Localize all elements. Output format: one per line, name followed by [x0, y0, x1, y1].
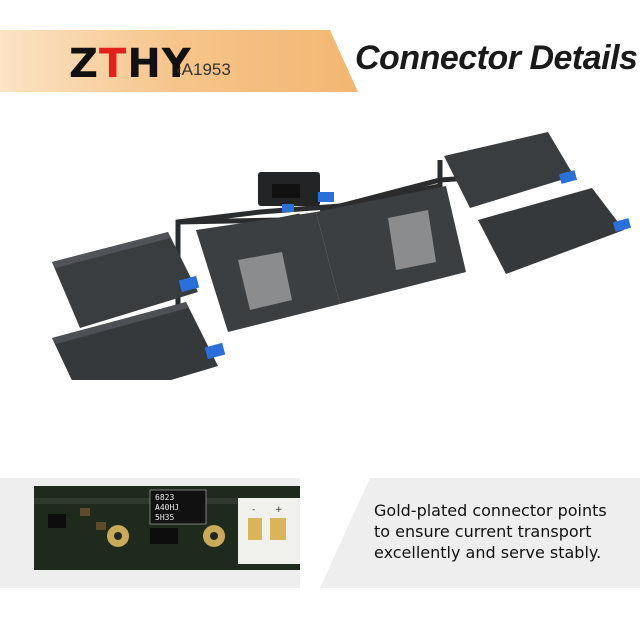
terminal-minus-label: - — [252, 505, 255, 515]
brand-accent: T — [99, 41, 128, 87]
tab-left-top — [178, 275, 200, 293]
tab-right-top — [558, 170, 578, 184]
connector-socket — [272, 184, 300, 198]
battery-illustration — [52, 132, 632, 380]
description-line-3: excellently and serve stably. — [374, 543, 602, 562]
description-line-2: to ensure current transport — [374, 522, 592, 541]
pcb-chip — [48, 514, 66, 528]
pcb-ic — [150, 528, 178, 544]
pcb-label-line-3: 5H35 — [155, 513, 174, 522]
pcb-label-line-2: A40HJ — [155, 503, 179, 512]
header-banner: ZTHY ‹A1953 Connector Details — [0, 0, 640, 96]
brand-logo: ZTHY — [69, 44, 192, 84]
gold-contact-minus — [248, 518, 262, 540]
cell-left-bottom — [52, 302, 218, 380]
pcb-terminal-area — [238, 498, 300, 564]
header-gradient — [0, 30, 358, 92]
label-center-left — [238, 252, 292, 310]
pcb-label-box — [149, 489, 207, 525]
terminal-plus-label: + — [275, 505, 283, 515]
connector-tab — [282, 204, 294, 212]
pcb-photo: - + 6823 A40HJ 5H35 — [34, 478, 370, 588]
tab-right-bottom — [612, 218, 632, 232]
tab-center — [318, 192, 334, 202]
pcb-label-line-1: 6823 — [155, 493, 174, 502]
description-line-1: Gold-plated connector points — [374, 501, 607, 520]
tab-left-bottom — [204, 342, 226, 360]
cell-right-top — [444, 132, 574, 208]
page-title: Connector Details — [355, 39, 638, 77]
gold-contact-plus — [270, 518, 286, 540]
model-number: ‹A1953 — [176, 60, 231, 79]
brand-suffix: HY — [127, 41, 192, 87]
connector-description: Gold-plated connector points to ensure c… — [374, 500, 636, 563]
brand-prefix: Z — [69, 41, 100, 87]
cell-right-bottom — [478, 188, 624, 274]
label-center-right — [388, 210, 436, 270]
